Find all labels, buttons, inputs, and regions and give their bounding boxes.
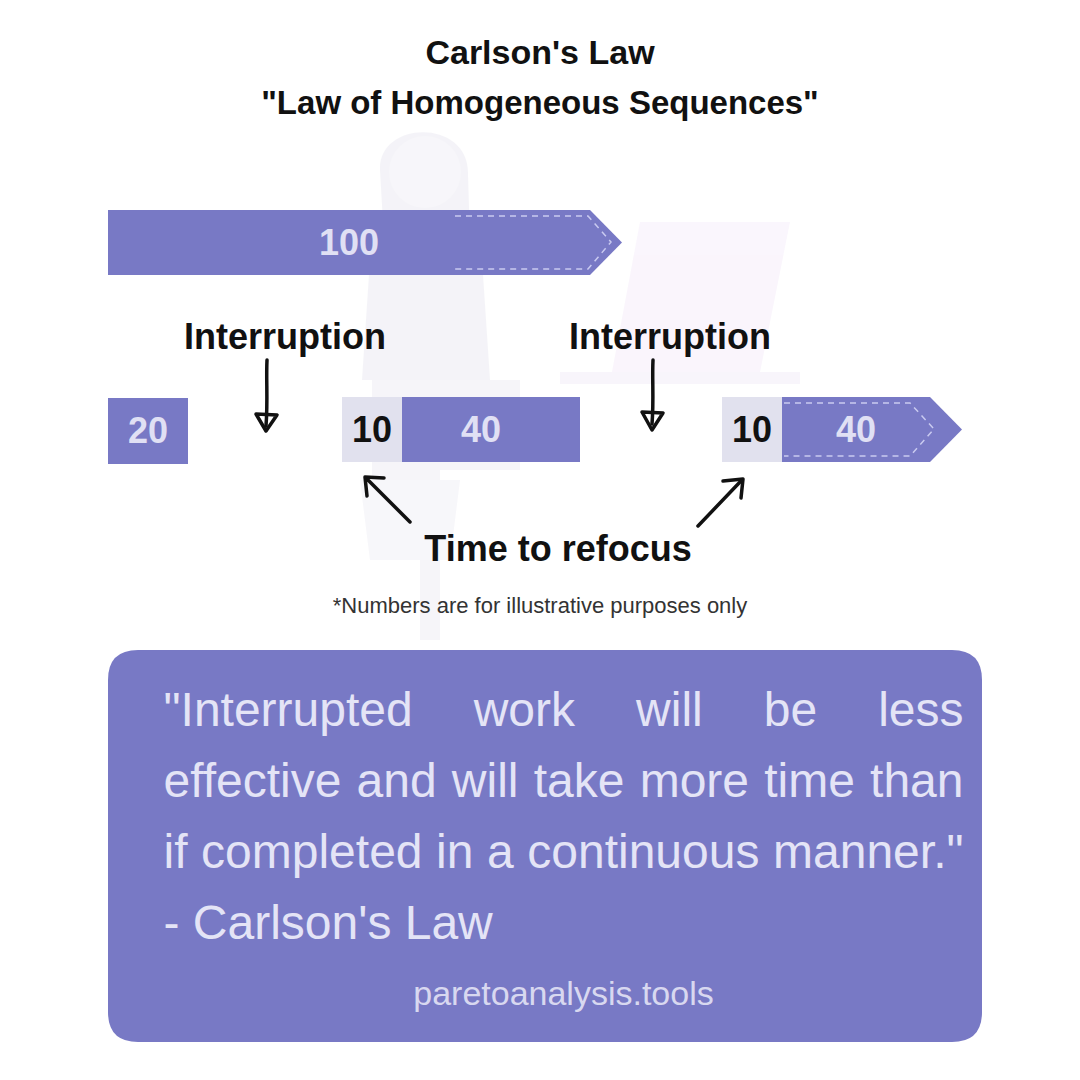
refocus-segment-fill <box>342 397 402 462</box>
time-segment-fill <box>402 397 580 462</box>
refocus-segment: 10 <box>722 397 782 462</box>
time-bar-fill <box>782 397 962 462</box>
dashed-outline <box>455 216 611 269</box>
interruption-label: Interruption <box>515 314 825 359</box>
time-bar-fill <box>108 210 622 275</box>
footnote: *Numbers are for illustrative purposes o… <box>190 592 890 620</box>
refocus-label: Time to refocus <box>378 526 738 571</box>
interruption-arrow-head <box>256 414 277 431</box>
refocus-segment: 10 <box>342 397 402 462</box>
duration-number: 20 <box>128 411 168 451</box>
background-illustration <box>360 132 800 640</box>
time-segment-fill <box>108 398 188 464</box>
refocus-arrow-shaft <box>368 480 410 522</box>
time-bar: 40 <box>782 397 962 462</box>
desk <box>560 372 800 384</box>
duration-number: 40 <box>836 410 876 450</box>
source-url: paretoanalysis.tools <box>164 972 964 1014</box>
interruption-arrow-head <box>642 412 663 430</box>
refocus-arrow-head <box>723 479 743 498</box>
refocus-arrow-head <box>365 477 384 496</box>
duration-number: 40 <box>461 410 501 450</box>
duration-number: 10 <box>732 410 772 450</box>
dashed-outline <box>784 403 934 456</box>
quote-box-fill <box>108 650 982 1042</box>
time-segment: 40 <box>402 397 580 462</box>
quote-text: "Interrupted work will be less effective… <box>164 674 964 958</box>
duration-number: 100 <box>319 223 379 263</box>
interruption-arrow-shaft <box>652 360 653 424</box>
duration-number: 10 <box>352 410 392 450</box>
interruption-label: Interruption <box>130 314 440 359</box>
title: Carlson's Law <box>0 30 1080 74</box>
refocus-arrow-shaft <box>698 482 740 526</box>
figure-head <box>389 136 461 208</box>
refocus-segment-fill <box>722 397 782 462</box>
quote-box: "Interrupted work will be less effective… <box>108 650 982 1042</box>
time-bar: 100 <box>108 210 622 275</box>
time-segment: 20 <box>108 398 188 464</box>
subtitle: "Law of Homogeneous Sequences" <box>0 82 1080 123</box>
